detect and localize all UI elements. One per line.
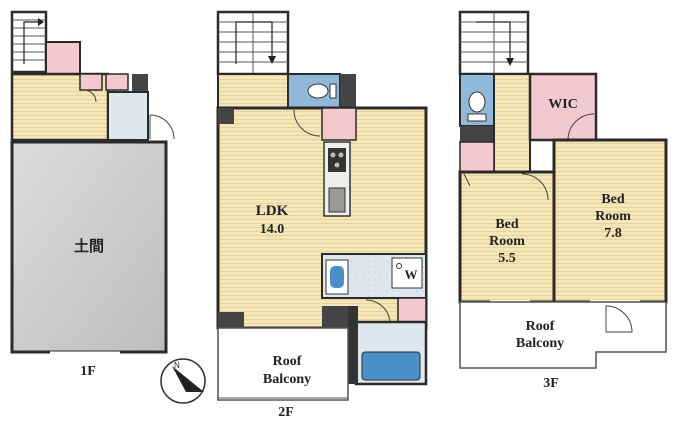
floor-2f: LDK 14.0 W Roof Balcony 2F [216,10,428,420]
wic-label: WIC [548,97,578,112]
bed2-size: 7.8 [604,226,622,241]
balcony-3f-label-1: Roof [526,319,555,334]
toilet-icon [307,83,329,99]
north-arrow-icon [172,366,204,392]
bed1-label-1: Bed [495,217,519,232]
column-2f-c [322,306,348,328]
door-swing-2f [293,109,321,137]
roof-balcony-3f [459,301,667,369]
bathtub-icon [361,351,421,381]
ldk-label: LDK [256,203,289,219]
roof-balcony-2f [217,327,349,401]
floor-label-2f: 2F [278,405,294,420]
entrance-1f [107,91,149,141]
column-2f-top [340,74,356,108]
washer-space [391,257,423,289]
stairs-2f [216,10,290,76]
door-swing-bed1 [521,173,549,201]
walk-in-closet [528,72,598,142]
ldk-size: 14.0 [260,222,285,237]
doma-label: 土間 [74,237,104,255]
hall-2f [217,73,289,109]
sink-icon [328,187,346,213]
drain-icon [396,263,402,269]
balcony-2f-label-2: Balcony [263,372,311,387]
door-swing-wic [567,113,595,141]
storage-1f [45,41,81,75]
balcony-3f-label-2: Balcony [516,336,564,351]
door-swing-storage [463,173,471,187]
burner-icon [334,162,340,168]
compass-north-label: N [174,361,180,370]
stairs-1f [10,10,48,74]
column-2f-b [218,312,244,328]
floor-label-1f: 1F [80,364,96,379]
burner-icon [338,152,344,158]
storage-2f [321,107,357,141]
compass: N [160,358,206,404]
linen-storage-2f [397,297,427,323]
bed2-label-1: Bed [601,192,625,207]
stove-icon [328,148,346,172]
bed1-size: 5.5 [498,251,516,266]
door-swing-balcony-3f [605,305,633,333]
column-1f [132,74,148,92]
floor-3f: WIC Bed Room 5.5 Bed Room 7.8 Roof Balco… [458,10,668,391]
floor-label-3f: 3F [543,376,559,391]
burner-icon [330,152,336,158]
shoe-storage-1 [79,73,103,91]
wall-2f-bath [348,306,358,384]
toilet-icon [468,91,486,113]
basin-bowl-icon [330,266,344,288]
door-swing-wash [365,299,391,325]
shoe-storage-2 [105,73,129,91]
column-2f-a [218,108,234,124]
floor-1f: 土間 1F [10,10,175,379]
entrance-door-swing [149,114,175,140]
toilet-tank-icon [329,83,337,99]
toilet-tank-icon [467,113,487,122]
washer-label: W [405,267,418,282]
bed2-label-2: Room [595,209,631,224]
door-swing-1f-a [83,89,97,103]
storage-3f-a [459,141,495,173]
balcony-2f-label-1: Roof [273,354,302,369]
bed1-label-2: Room [489,234,525,249]
stairs-3f [458,10,530,76]
column-3f-a [460,126,494,142]
hall-3f [493,73,531,173]
